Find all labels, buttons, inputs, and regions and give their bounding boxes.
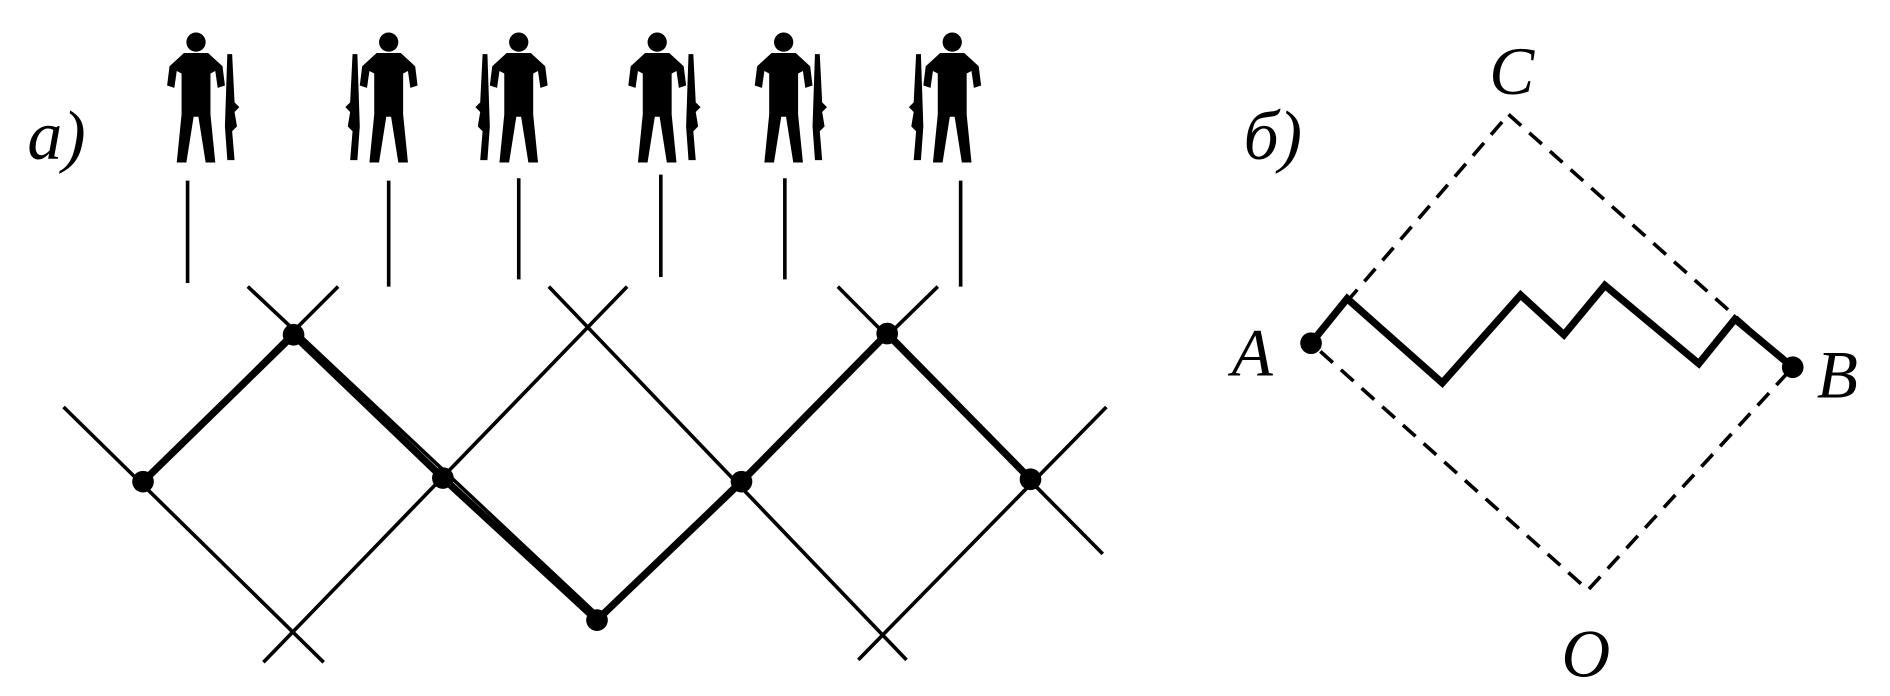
node <box>1019 468 1042 491</box>
node <box>132 470 154 493</box>
node <box>876 322 899 345</box>
node <box>282 323 305 346</box>
node <box>432 467 454 489</box>
soldiers <box>167 32 982 163</box>
soldier-icon <box>167 32 240 163</box>
node <box>586 609 608 631</box>
panel-b-label: б) <box>1244 98 1302 175</box>
label-a: A <box>1228 316 1274 391</box>
point-b-dot <box>1781 356 1804 379</box>
soldier-icon <box>908 32 982 163</box>
soldier-icon <box>754 32 827 163</box>
zigzag-path <box>1308 280 1796 389</box>
node <box>730 470 753 493</box>
lattice-nodes <box>132 322 1042 631</box>
soldier-icon <box>475 32 548 163</box>
label-c: C <box>1489 34 1535 109</box>
dashed-rhombus <box>1308 111 1796 593</box>
bold-path <box>140 328 1034 626</box>
label-b: B <box>1817 337 1858 412</box>
soldier-icon <box>345 32 418 163</box>
panel-a-label: а) <box>27 98 85 175</box>
label-o: O <box>1562 617 1611 692</box>
soldier-icon <box>628 32 701 163</box>
soldier-worldlines <box>185 174 963 287</box>
point-a-dot <box>1300 332 1322 355</box>
